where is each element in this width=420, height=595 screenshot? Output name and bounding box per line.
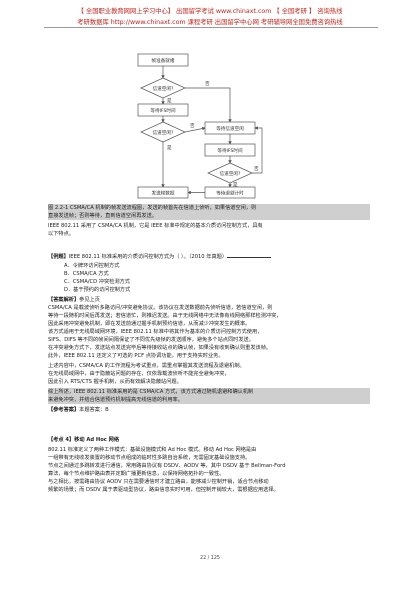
answer-text: 本题答案：B xyxy=(79,407,109,413)
section-line: 与之相比，按需路由协议 AODV 只在需要通信时才建立路由，能够减少控制开销，适… xyxy=(48,479,269,485)
figure-caption-1: 图 2.2-1 CSMA/CA 机制的帧发送流程图，发送的帧首先在信道上侦听，如… xyxy=(48,204,370,212)
section-title: 【考点 4】移动 Ad Hoc 网络 xyxy=(48,437,120,443)
section-line: 一组带有无线收发装置的移动节点组成的临时性多跳自治系统，无需固定基础设施支持。 xyxy=(48,455,251,461)
flow-text-check2: 信道空闲? xyxy=(153,129,174,136)
flow-text-wait-ifs: 等待IFS时间 xyxy=(150,107,176,114)
flow-text-check3: 信道空闲? xyxy=(220,170,241,177)
header-line-2: 考研数据库 http://www.chinaxt.com 课程考研 出国留学中心… xyxy=(77,19,343,26)
section-line: 算法，每个节点维护路由表并定期广播更新信息，以保持网络拓扑的一致性。 xyxy=(48,471,225,477)
flow-text-ifs2: 等待IFS时间 xyxy=(217,147,243,154)
section-line: 频繁的场景；而 DSDV 属于表驱动型协议，路由信息实时可用，但控制开销较大，需… xyxy=(48,487,279,493)
summary-line: 来避免冲突，并结合信道预约机制提高无线信道的利用率。 xyxy=(48,396,370,404)
page-number: 22 / 125 xyxy=(200,556,220,561)
flow-text-send: 发送帧数据 xyxy=(152,190,175,197)
flow-label-yes-3: 是 xyxy=(233,182,238,188)
option-d: D．基于预约的访问控制方式 xyxy=(64,287,131,293)
answer-label: 【参考答案】 xyxy=(48,407,80,413)
flow-text-wait-idle: 等待信道空闲 xyxy=(216,125,244,132)
flow-label-no-3: 否 xyxy=(254,166,259,172)
flow-label-no-1: 否 xyxy=(205,81,210,87)
analysis-label: 【答案解析】 xyxy=(48,297,80,303)
analysis-line: 等待一段随机时间后再发送；若信道忙，则推迟发送。由于无线网络中无法像有线网络那样… xyxy=(48,313,282,319)
header-divider xyxy=(44,27,378,28)
flow-text-check1: 信道空闲? xyxy=(153,85,174,92)
flow-label-yes-2: 是 xyxy=(167,145,172,151)
answer-blank xyxy=(227,252,272,258)
option-c: C．CSMA/CD 冲突检测方式 xyxy=(64,279,130,285)
point-line: 在无线局域网中，由于隐蔽站问题的存在，仅依靠载波侦听不能完全避免冲突， xyxy=(48,371,230,377)
reference-answer: 【参考答案】本题答案：B xyxy=(48,406,370,414)
option-a: A．令牌环访问控制方式 xyxy=(64,263,120,269)
section-line: 802.11 标准定义了两种工作模式：基础设施模式和 Ad Hoc 模式。移动 … xyxy=(48,447,257,453)
summary-line: 综上所述，IEEE 802.11 标准采用的是 CSMA/CA 方式，该方式通过… xyxy=(48,388,370,396)
example-label: 【例题】 xyxy=(48,254,69,260)
analysis-line: 因此采用冲突避免机制，即在发送前通过握手机制预约信道，从而减少冲突发生的概率。 xyxy=(48,321,251,327)
flow-text-start: 帧准备就绪 xyxy=(152,57,175,64)
analysis-line: 该方式适用于无线局域网环境，IEEE 802.11 标准中将其作为基本的介质访问… xyxy=(48,329,263,335)
csma-ca-flowchart: 帧准备就绪 信道空闲? 是 等待IFS时间 信道空闲? 是 否 否 等待信道空闲… xyxy=(137,53,263,199)
analysis-line: SIFS、DIFS 等不同的帧间间隔保证了不同优先级帧的发送顺序，避免多个站点同… xyxy=(48,337,254,343)
note-line: 此外，IEEE 802.11 还定义了可选的 PCF 点协调功能，用于支持实时业… xyxy=(48,353,224,359)
analysis-line: 在冲突避免方式下，发送站点发送完毕后等待接收站点的确认帧，如果没有收到确认则重发… xyxy=(48,345,272,351)
standard-line-2: 以下特点。 xyxy=(48,231,74,237)
option-b: B．CSMA/CA 方式 xyxy=(64,271,109,277)
flow-label-yes-1: 是 xyxy=(167,98,172,104)
flow-label-no-2: 否 xyxy=(190,123,195,129)
flow-text-backoff-count: 等待退避计时 xyxy=(216,190,244,197)
analysis-line: CSMA/CA 是载波侦听多路访问/冲突避免协议。该协议在发送数据前先侦听信道，… xyxy=(48,305,273,311)
example-question: 【例题】IEEE 802.11 标准采用的介质访问控制方式为（ ）。（2010 … xyxy=(48,252,370,261)
point-line: 因此引入 RTS/CTS 握手机制，从而有效解决隐蔽站问题。 xyxy=(48,379,182,385)
header-line-1: 【 全国职业教育网网上学习中心】 出国留学考试 www.chinaxt.com … xyxy=(77,8,343,15)
analysis-heading: 【答案解析】参见上页 xyxy=(48,296,370,304)
flow-node-send xyxy=(137,186,189,199)
section-line: 节点之间通过多跳转发进行通信，常用路由协议有 DSDV、AODV 等，其中 DS… xyxy=(48,463,286,469)
point-line: 上述内容中，CSMA/CA 的工作流程为考试重点，需重点掌握其发送流程及退避机制… xyxy=(48,363,245,369)
analysis-ref: 参见上页 xyxy=(79,297,100,303)
standard-line-1: IEEE 802.11 采用了 CSMA/CA 机制，它是 IEEE 标准中规定… xyxy=(48,223,263,229)
figure-caption-2: 直接发送帧；否则等待，直到信道空闲再发送。 xyxy=(48,212,370,220)
question-text: IEEE 802.11 标准采用的介质访问控制方式为（ ）。（2010 年真题） xyxy=(68,254,228,260)
